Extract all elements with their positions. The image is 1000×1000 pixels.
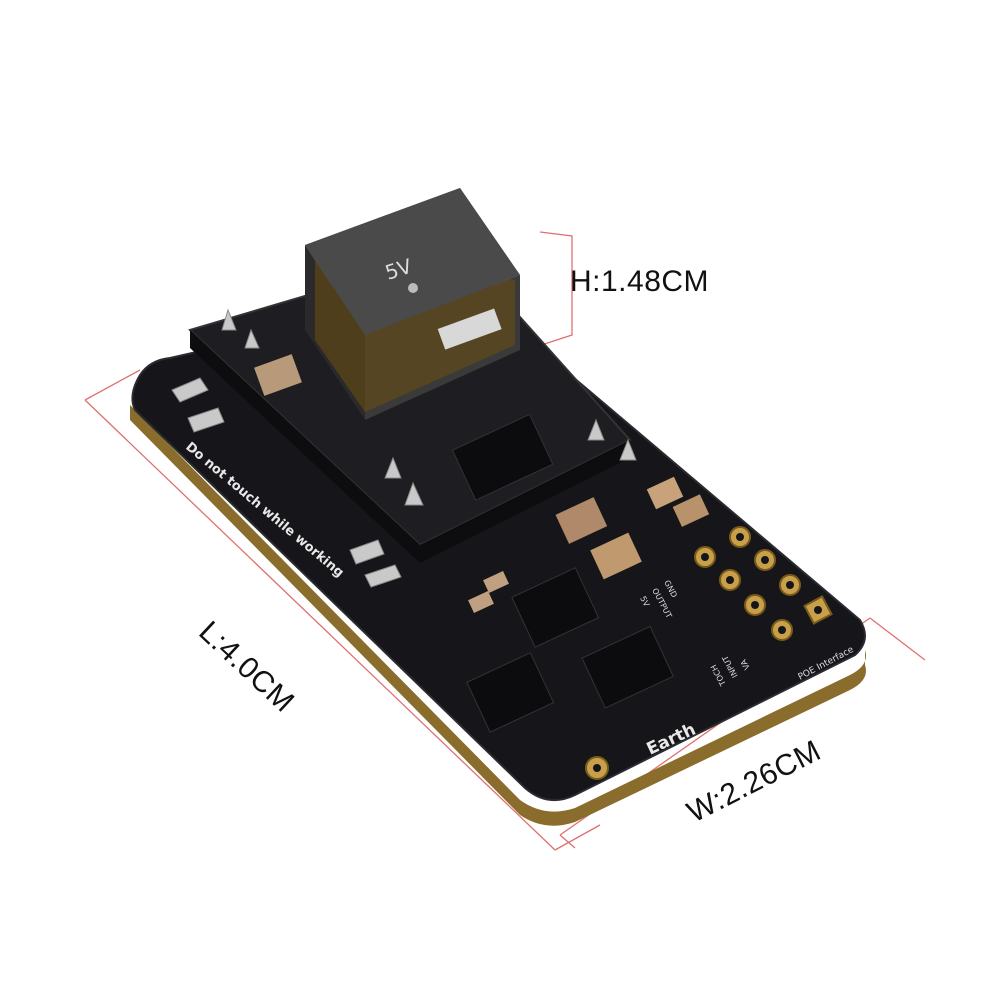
header-pins — [171, 308, 637, 588]
smd-components — [254, 354, 710, 733]
header-pads — [585, 526, 833, 780]
height-dimension-label: H:1.48CM — [570, 265, 710, 298]
transformer — [305, 188, 520, 420]
